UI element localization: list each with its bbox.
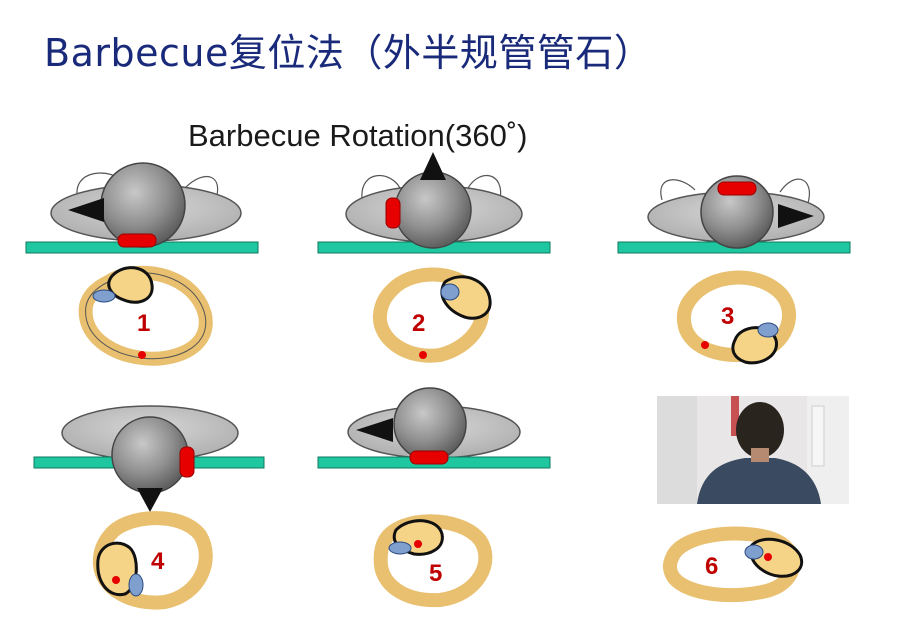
canal-diagram-4 — [92, 511, 213, 610]
canal-diagram-6 — [662, 526, 803, 603]
step-number-4: 4 — [151, 548, 165, 575]
position-2-head — [317, 152, 551, 254]
nose-marker — [356, 418, 393, 442]
ampulla — [749, 537, 803, 578]
step-number-2: 2 — [412, 310, 425, 337]
canal-diagram-5 — [373, 514, 493, 608]
otolith-dot — [419, 351, 427, 359]
canal-diagram-1 — [78, 265, 213, 366]
head-sphere — [700, 175, 774, 249]
otolith-dot — [112, 576, 120, 584]
cupula-blue — [757, 322, 779, 338]
slide-title: Barbecue复位法（外半规管管石） — [44, 31, 653, 75]
head-sphere — [111, 416, 189, 494]
position-4-head — [33, 405, 265, 512]
patient-photo-drawing — [657, 396, 849, 504]
red-marker — [385, 197, 401, 229]
cupula-blue — [440, 283, 460, 301]
canal-diagram-2 — [372, 267, 492, 363]
canal-ring — [372, 267, 490, 363]
ampulla — [107, 266, 154, 304]
head-sphere — [393, 387, 467, 461]
red-marker — [117, 233, 157, 248]
shoulder-outline — [660, 179, 696, 201]
ampulla — [96, 541, 138, 597]
otolith-dot — [414, 540, 422, 548]
canal-ring-outline — [85, 272, 207, 360]
red-marker — [179, 446, 195, 478]
position-3-head — [617, 175, 851, 254]
step-number-5: 5 — [429, 560, 442, 587]
otolith-dot — [701, 341, 709, 349]
nose-marker — [420, 152, 446, 180]
diagram-heading: Barbecue Rotation(360˚) — [188, 118, 528, 153]
patient-photo — [657, 396, 849, 504]
step-number-1: 1 — [137, 310, 150, 337]
cupula-blue — [388, 541, 412, 555]
cupula-blue — [92, 289, 116, 303]
cupula-blue — [744, 544, 764, 560]
red-marker — [409, 450, 449, 465]
position-5-head — [317, 387, 551, 469]
nose-marker — [68, 198, 104, 222]
canal-ring — [373, 514, 493, 608]
canal-diagram-3 — [676, 270, 796, 365]
nose-marker — [137, 488, 163, 512]
head-sphere — [394, 171, 472, 249]
nose-marker — [778, 204, 814, 228]
step-number-6: 6 — [705, 553, 718, 580]
canal-ring — [662, 526, 801, 603]
step-number-3: 3 — [721, 303, 734, 330]
position-1-head — [25, 162, 259, 254]
shoulder-outline — [361, 174, 401, 199]
otolith-dot — [764, 553, 772, 561]
red-marker — [717, 181, 757, 196]
otolith-dot — [138, 351, 146, 359]
shoulder-outline — [779, 178, 810, 204]
cupula-blue — [128, 573, 144, 597]
